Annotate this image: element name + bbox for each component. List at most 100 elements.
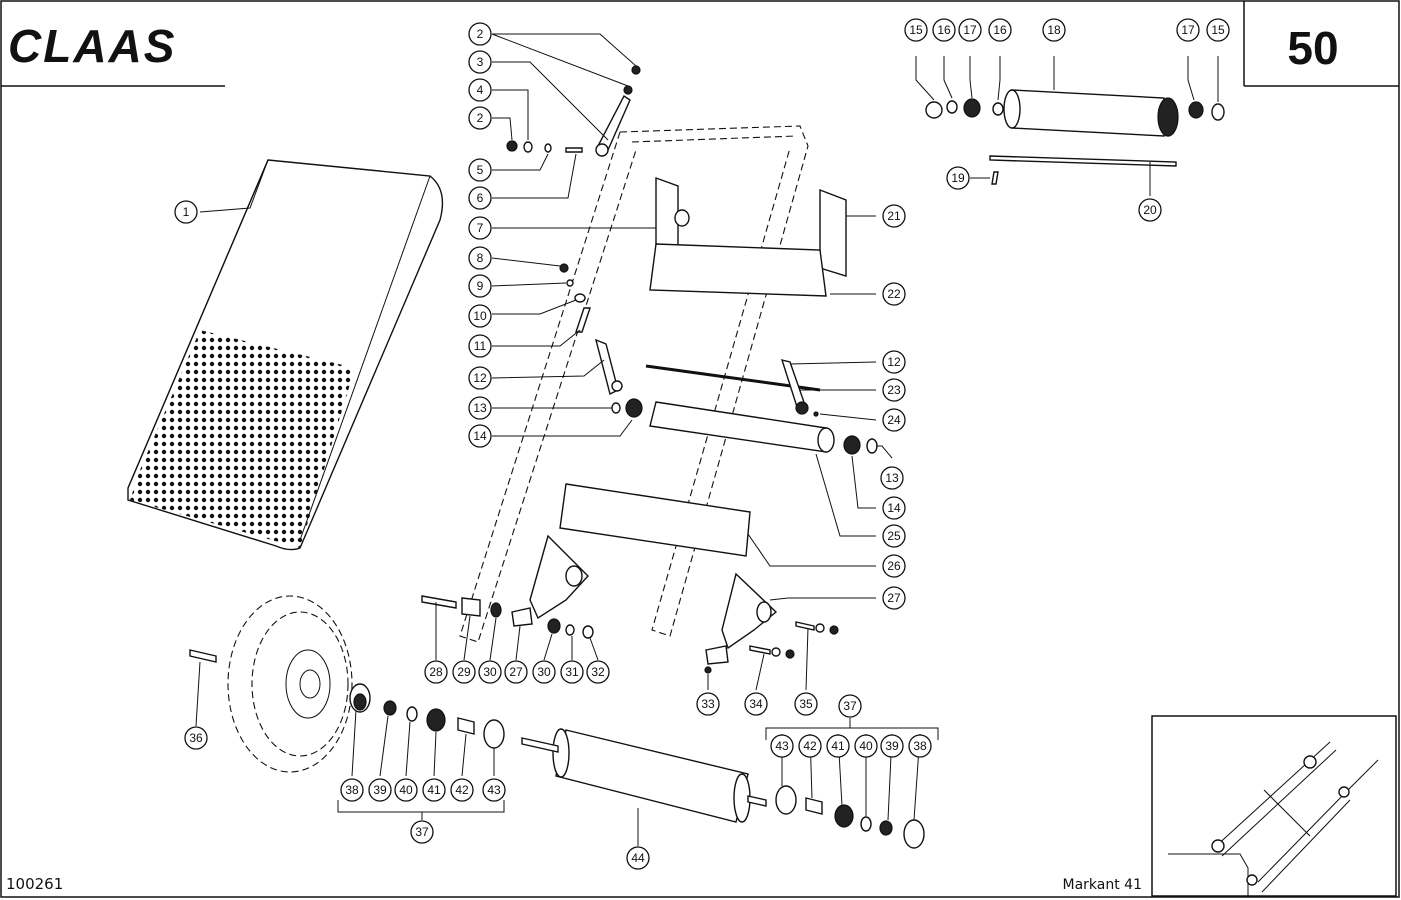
callout: 23 [882, 378, 906, 402]
svg-text:17: 17 [1181, 23, 1195, 37]
callout: 38 [340, 778, 364, 802]
callout: 5 [468, 158, 492, 182]
svg-text:8: 8 [477, 251, 484, 265]
bearing-set-right [775, 785, 925, 849]
callout: 35 [794, 692, 818, 716]
callout: 32 [586, 660, 610, 684]
middle-roller [611, 364, 878, 455]
svg-text:25: 25 [887, 529, 901, 543]
callout: 39 [368, 778, 392, 802]
callout: 24 [882, 408, 906, 432]
callout: 15 [1206, 18, 1230, 42]
svg-text:37: 37 [843, 699, 857, 713]
inset-detail [1151, 715, 1397, 897]
svg-text:5: 5 [477, 163, 484, 177]
svg-text:35: 35 [799, 697, 813, 711]
callout: 40 [854, 734, 878, 758]
callout: 20 [1138, 198, 1162, 222]
callout: 36 [184, 726, 208, 750]
svg-text:9: 9 [477, 279, 484, 293]
callout: 27 [504, 660, 528, 684]
callout: 26 [882, 554, 906, 578]
callout-labels: 1 2 3 4 2 5 6 7 8 9 10 11 12 13 14 15 16… [174, 18, 1230, 870]
svg-text:13: 13 [885, 471, 899, 485]
callout: 42 [450, 778, 474, 802]
svg-text:16: 16 [937, 23, 951, 37]
callout: 12 [468, 366, 492, 390]
drive-wheel [189, 595, 353, 773]
callout: 8 [468, 246, 492, 270]
svg-text:1: 1 [183, 205, 190, 219]
svg-text:22: 22 [887, 287, 901, 301]
svg-text:24: 24 [887, 413, 901, 427]
callout: 40 [394, 778, 418, 802]
callout: 14 [468, 424, 492, 448]
lower-hardware [421, 595, 839, 674]
svg-text:10: 10 [473, 309, 487, 323]
callout: 19 [946, 166, 970, 190]
svg-text:18: 18 [1047, 23, 1061, 37]
callout: 42 [798, 734, 822, 758]
callout: 16 [988, 18, 1012, 42]
svg-text:32: 32 [591, 665, 605, 679]
callout: 7 [468, 216, 492, 240]
callout: 31 [560, 660, 584, 684]
leader-lines [195, 33, 1219, 846]
callout: 39 [880, 734, 904, 758]
callout: 30 [532, 660, 556, 684]
callout: 14 [882, 496, 906, 520]
svg-text:27: 27 [887, 591, 901, 605]
svg-text:17: 17 [963, 23, 977, 37]
svg-text:12: 12 [887, 355, 901, 369]
callout: 15 [904, 18, 928, 42]
svg-text:34: 34 [749, 697, 763, 711]
callout: 44 [626, 846, 650, 870]
svg-text:2: 2 [477, 111, 484, 125]
brand-logo: CLAAS [8, 20, 176, 72]
callout: 38 [908, 734, 932, 758]
bottom-roller [521, 728, 767, 823]
svg-text:3: 3 [477, 55, 484, 69]
svg-text:26: 26 [887, 559, 901, 573]
top-right-roller [925, 89, 1225, 185]
callout: 33 [696, 692, 720, 716]
top-hardware [506, 65, 819, 417]
side-plate-right [705, 572, 778, 665]
callout: 25 [882, 524, 906, 548]
svg-text:38: 38 [345, 783, 359, 797]
callout: 43 [482, 778, 506, 802]
svg-text:4: 4 [477, 83, 484, 97]
conveyor-belt [127, 159, 444, 551]
svg-text:14: 14 [887, 501, 901, 515]
side-plate-left [511, 534, 589, 627]
svg-text:39: 39 [373, 783, 387, 797]
svg-text:30: 30 [483, 665, 497, 679]
callout: 11 [468, 334, 492, 358]
svg-text:20: 20 [1143, 203, 1157, 217]
svg-text:15: 15 [1211, 23, 1225, 37]
callout: 4 [468, 78, 492, 102]
svg-text:42: 42 [803, 739, 817, 753]
callout: 16 [932, 18, 956, 42]
svg-text:31: 31 [565, 665, 579, 679]
svg-text:30: 30 [537, 665, 551, 679]
callout: 2 [468, 22, 492, 46]
model-label: Markant 41 [1063, 877, 1142, 893]
callout: 37 [410, 820, 434, 844]
svg-text:7: 7 [477, 221, 484, 235]
svg-text:39: 39 [885, 739, 899, 753]
callout: 43 [770, 734, 794, 758]
svg-text:37: 37 [415, 825, 429, 839]
svg-text:6: 6 [477, 191, 484, 205]
svg-text:43: 43 [487, 783, 501, 797]
svg-text:19: 19 [951, 171, 965, 185]
svg-text:41: 41 [831, 739, 845, 753]
callout: 27 [882, 586, 906, 610]
svg-text:23: 23 [887, 383, 901, 397]
svg-text:33: 33 [701, 697, 715, 711]
callout: 41 [826, 734, 850, 758]
callout: 17 [1176, 18, 1200, 42]
deflector-plate [559, 483, 751, 557]
callout: 17 [958, 18, 982, 42]
